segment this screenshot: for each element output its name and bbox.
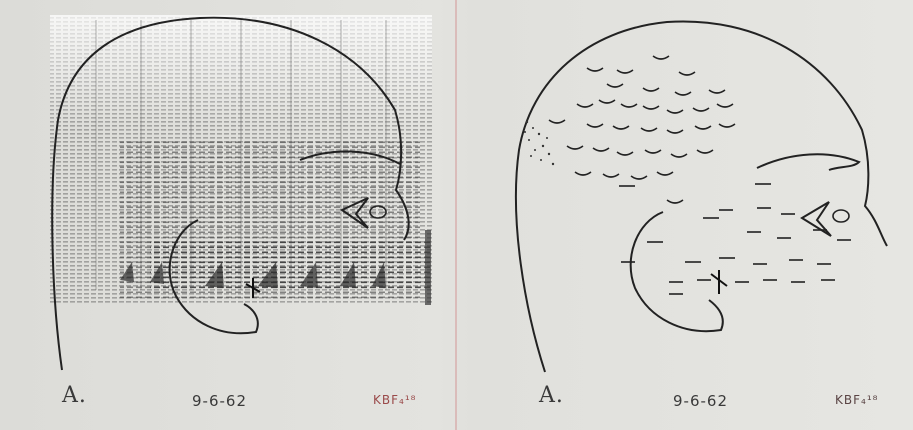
- panel-date: 9-6-62: [673, 392, 728, 410]
- scan-edge-column: [425, 230, 431, 305]
- ear-outline: [631, 212, 723, 331]
- left-head-scan-panel: A. 9-6-62 KBF₄¹⁸: [0, 0, 456, 430]
- panel-date: 9-6-62: [192, 392, 247, 410]
- speckle-dots: [524, 121, 554, 165]
- eye-mark: [802, 202, 831, 236]
- right-head-diagram-panel: A. 9-6-62 KBF₄¹⁸: [457, 0, 913, 430]
- dash-marks-icon: [619, 184, 851, 294]
- panel-code: KBF₄¹⁸: [373, 393, 416, 407]
- right-head-diagram-drawing: [457, 0, 913, 430]
- x-mark-icon: [711, 270, 727, 294]
- left-head-scan-drawing: [0, 0, 456, 430]
- head-outline: [516, 21, 887, 372]
- scan-texture: [50, 15, 432, 305]
- panel-label: A.: [62, 383, 87, 408]
- wave-marks-icon: [549, 56, 735, 203]
- panel-label: A.: [539, 383, 564, 408]
- eyebrow: [757, 154, 859, 170]
- eye-circle: [833, 210, 849, 222]
- panel-code: KBF₄¹⁸: [835, 393, 878, 407]
